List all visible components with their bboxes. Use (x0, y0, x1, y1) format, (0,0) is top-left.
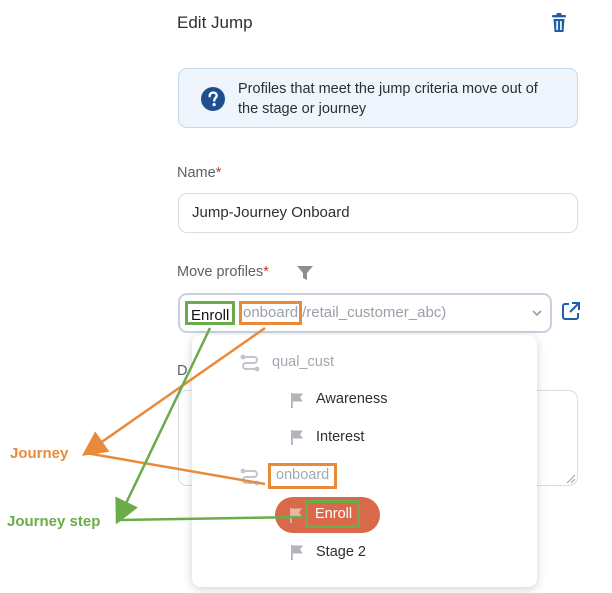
info-banner: Profiles that meet the jump criteria mov… (178, 68, 578, 128)
annotation-journey: Journey (10, 445, 69, 462)
journey-step-option[interactable]: Interest (316, 429, 365, 445)
journey-step-label: Enroll (305, 500, 360, 528)
journey-group-name: onboard (268, 463, 337, 489)
journey-step-option[interactable]: Awareness (316, 391, 388, 407)
move-profiles-select[interactable]: Enroll onboard/retail_customer_abc) (178, 293, 552, 333)
trash-icon[interactable] (548, 12, 570, 34)
selected-journey: onboard (239, 301, 303, 325)
selected-path: onboard/retail_customer_abc) (239, 301, 446, 325)
external-link-icon[interactable] (561, 301, 581, 321)
question-circle-icon (201, 87, 225, 111)
resize-handle-icon[interactable] (566, 474, 576, 484)
move-profiles-label: Move profiles* (177, 264, 269, 280)
selected-step: Enroll (185, 301, 236, 325)
flag-icon (290, 544, 304, 560)
journey-dropdown: qual_cust Awareness Interest onboard Enr… (192, 335, 537, 587)
annotation-journey-step: Journey step (7, 513, 101, 530)
flag-icon (290, 392, 304, 408)
name-input[interactable]: Jump-Journey Onboard (178, 193, 578, 233)
flag-icon (290, 429, 304, 445)
journey-step-option[interactable]: Stage 2 (316, 544, 366, 560)
info-text: Profiles that meet the jump criteria mov… (238, 81, 538, 117)
journey-step-option-selected[interactable]: Enroll (275, 497, 380, 533)
journey-icon (239, 354, 261, 372)
description-label: D (177, 363, 188, 379)
filter-icon[interactable] (296, 264, 314, 282)
chevron-down-icon[interactable] (531, 308, 543, 318)
flag-icon (289, 507, 303, 523)
journey-group-name: qual_cust (272, 354, 335, 370)
page-title: Edit Jump (177, 13, 253, 32)
name-label: Name* (177, 165, 222, 181)
